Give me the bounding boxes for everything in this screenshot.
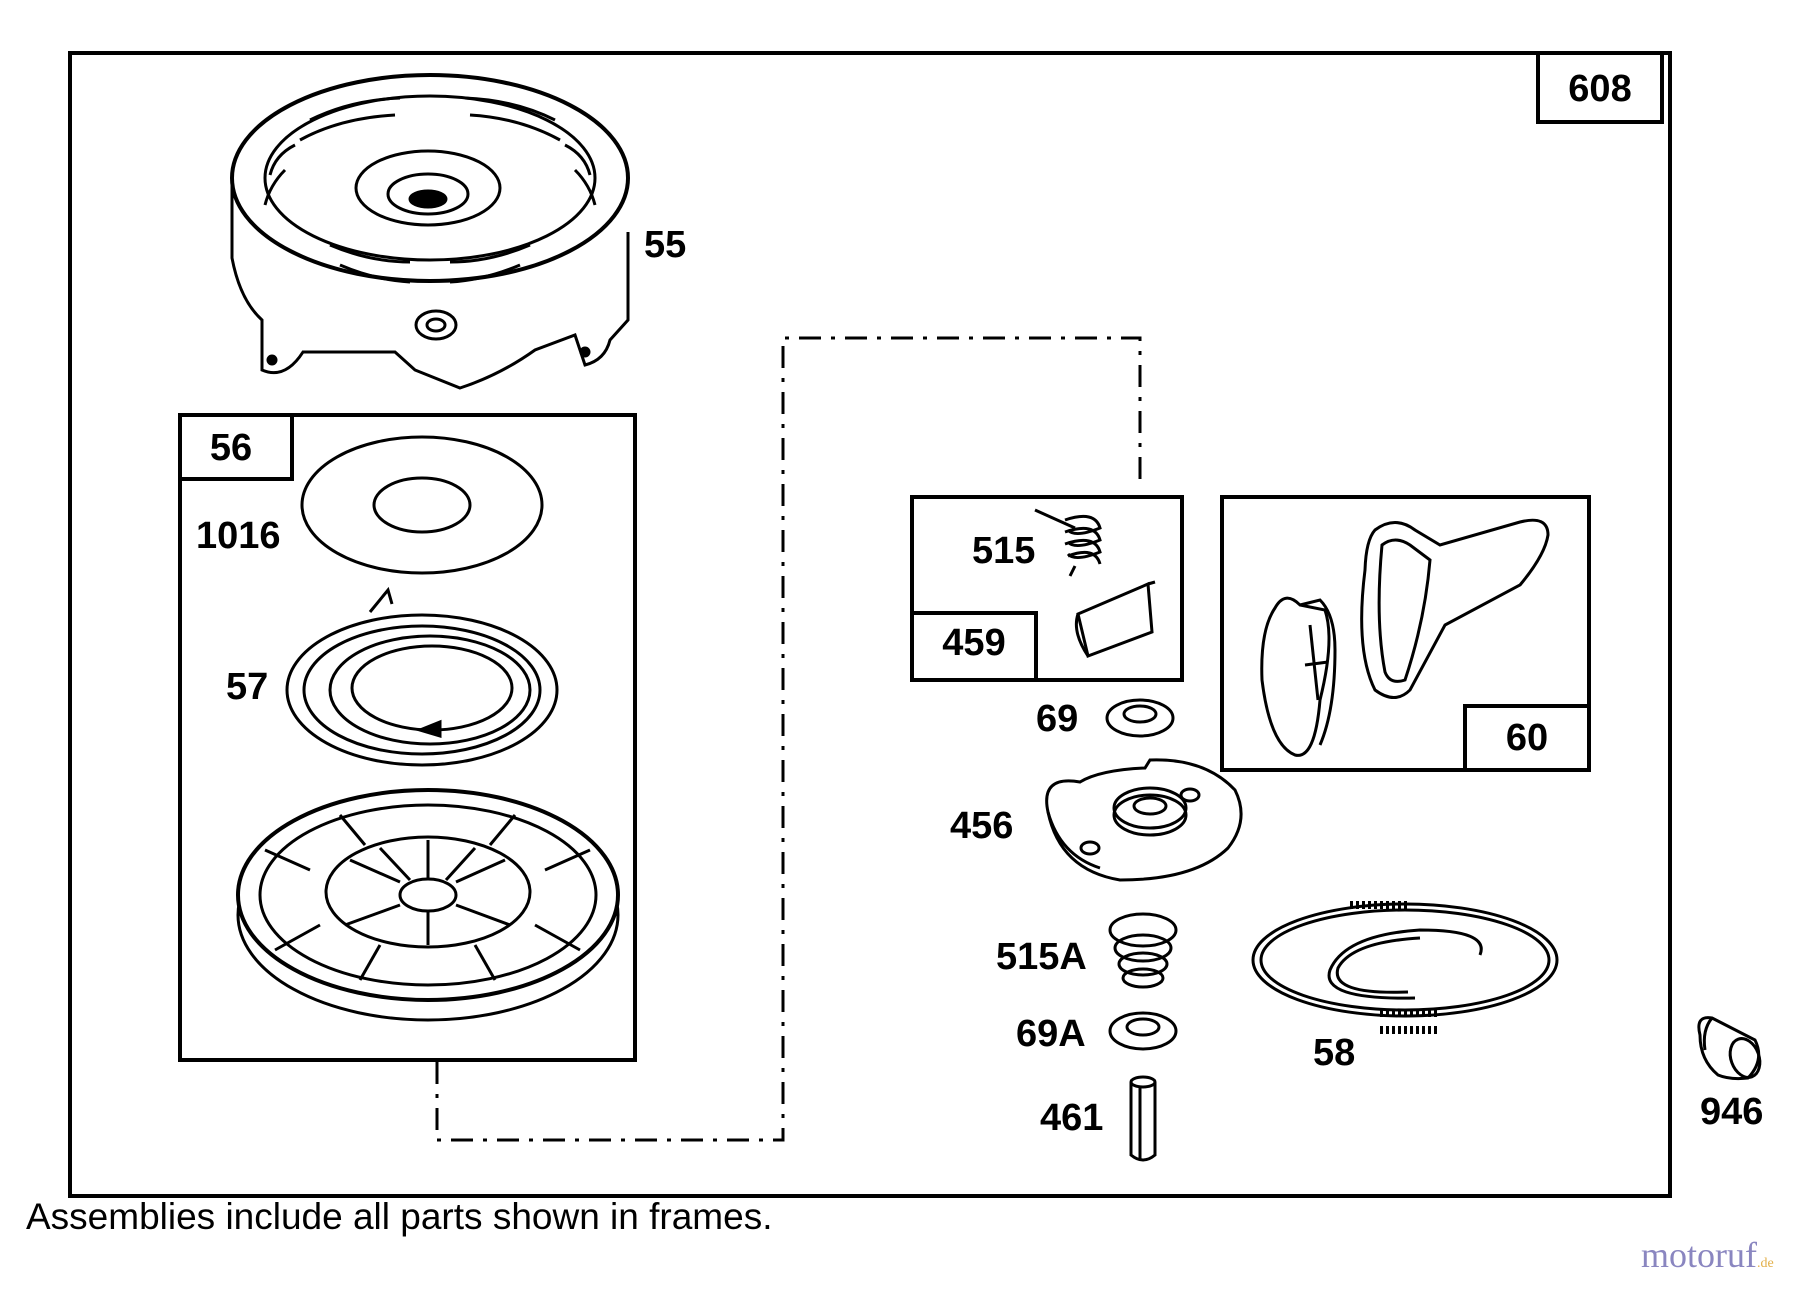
watermark-logo: motoruf.de — [1641, 1234, 1774, 1276]
handle-60 — [1260, 518, 1550, 757]
frame-459 — [910, 495, 1184, 682]
part-label-60: 60 — [1506, 717, 1548, 759]
rewind-spring-57 — [285, 586, 559, 767]
part-label-515: 515 — [972, 530, 1035, 572]
rope-58 — [1251, 901, 1559, 1034]
part-label-69A: 69A — [1016, 1013, 1086, 1055]
pulley — [236, 788, 620, 1022]
part-label-461: 461 — [1040, 1097, 1103, 1139]
part-label-56: 56 — [210, 427, 252, 469]
dog-459 — [1074, 580, 1156, 659]
part-label-1016: 1016 — [196, 515, 281, 557]
part-label-57: 57 — [226, 666, 268, 708]
watermark-suffix: .de — [1756, 1256, 1774, 1271]
part-label-515A: 515A — [996, 936, 1087, 978]
label-box-459 — [910, 611, 1038, 682]
frame-56 — [178, 413, 637, 1062]
connector-lines — [435, 336, 1142, 1142]
starter-housing-55 — [230, 73, 630, 390]
spring-515 — [1034, 508, 1102, 577]
washer-69A — [1108, 1011, 1178, 1051]
label-box-60 — [1463, 704, 1591, 772]
part-label-69: 69 — [1036, 698, 1078, 740]
pin-461 — [1129, 1075, 1157, 1162]
assembly-note: Assemblies include all parts shown in fr… — [26, 1196, 773, 1237]
part-label-946: 946 — [1700, 1091, 1763, 1133]
watermark-main: motoruf — [1641, 1235, 1757, 1275]
bushing-946 — [1697, 1016, 1762, 1081]
washer-1016 — [300, 435, 544, 575]
part-label-456: 456 — [950, 805, 1013, 847]
label-box-608 — [1536, 51, 1664, 124]
part-label-459: 459 — [942, 622, 1005, 664]
assembly-frame-608 — [68, 51, 1672, 1198]
part-label-608: 608 — [1568, 68, 1631, 110]
label-box-56 — [178, 413, 294, 481]
retainer-456 — [1045, 758, 1243, 882]
part-label-55: 55 — [644, 224, 686, 266]
spring-515A — [1108, 912, 1178, 989]
washer-69 — [1105, 698, 1175, 738]
part-label-58: 58 — [1313, 1032, 1355, 1074]
frame-60 — [1220, 495, 1591, 772]
